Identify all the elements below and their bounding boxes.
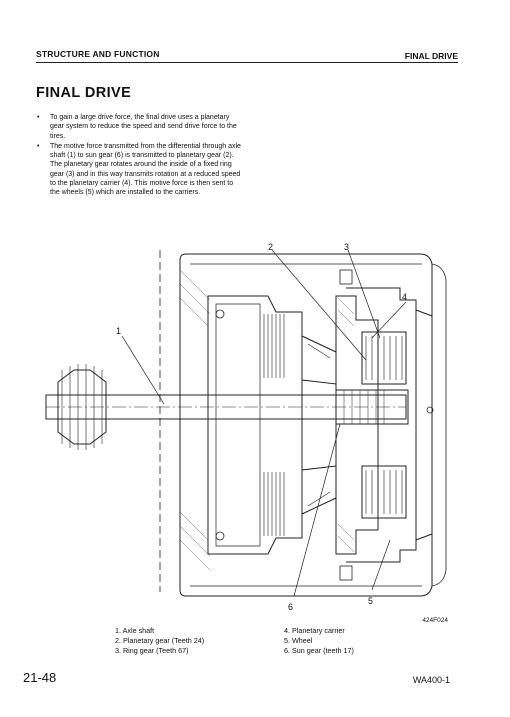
legend-item: 2. Planetary gear (Teeth 24) [115,636,205,645]
bullet-item: • To gain a large drive force, the final … [36,113,242,141]
callout-6: 6 [288,602,293,612]
header-section: STRUCTURE AND FUNCTION [36,49,160,59]
figure-code: 424F024 [422,617,448,624]
legend-item: 1. Axle shaft [115,626,155,635]
legend-item: 5. Wheel [284,636,313,645]
legend-left: 1. Axle shaft 2. Planetary gear (Teeth 2… [115,626,204,656]
callout-1: 1 [116,326,121,336]
page-number: 21-48 [23,670,57,685]
bullet-item: • The motive force transmitted from the d… [36,142,242,198]
page-title: FINAL DRIVE [36,85,132,101]
bullet-marker: • [37,114,40,121]
legend-item: 3. Ring gear (Teeth 67) [115,646,189,655]
callout-4: 4 [402,292,407,302]
callout-2: 2 [268,242,273,252]
legend-item: 6. Sun gear (teeth 17) [284,646,354,655]
model-number: WA400-1 [412,675,450,685]
bullet-text: The motive force transmitted from the di… [50,142,241,197]
callout-3: 3 [344,242,349,252]
header-topic: FINAL DRIVE [404,51,458,61]
description-list: • To gain a large drive force, the final … [36,113,242,199]
bullet-text: To gain a large drive force, the final d… [50,114,237,140]
legend-item: 4. Planetary carrier [284,626,345,635]
callout-5: 5 [368,596,373,606]
bullet-marker: • [37,142,40,150]
legend-right: 4. Planetary carrier 5. Wheel 6. Sun gea… [284,626,354,656]
final-drive-cross-section-drawing: 1 2 3 4 5 6 [45,242,447,612]
header-rule [36,62,458,63]
